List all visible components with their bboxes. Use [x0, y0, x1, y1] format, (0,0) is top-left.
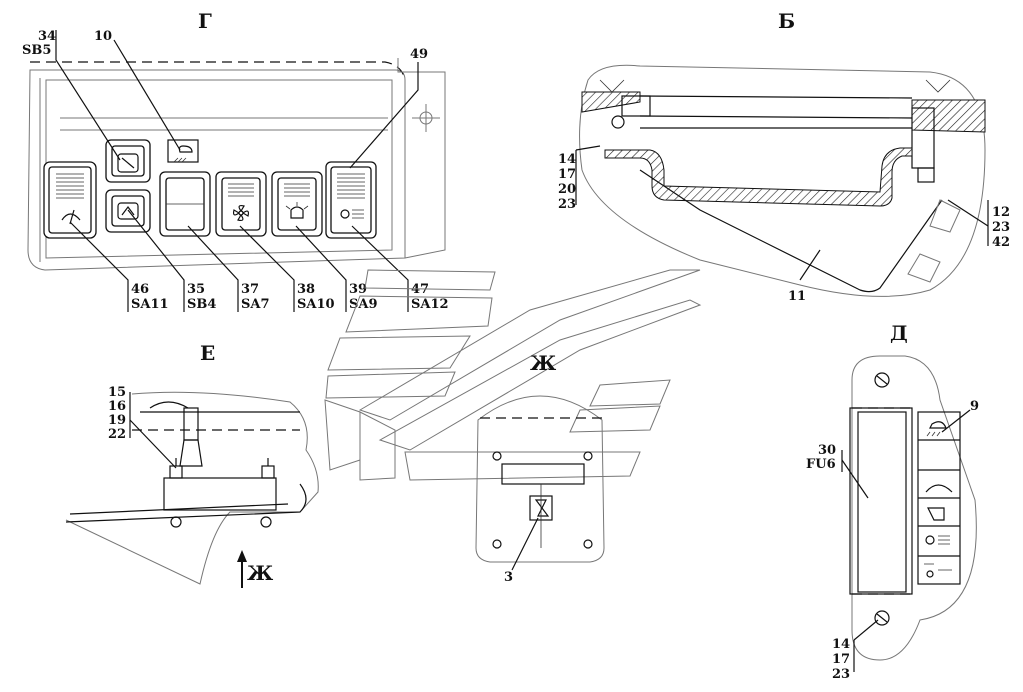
wiper-icon — [61, 209, 81, 225]
label-19: 19 — [108, 413, 126, 428]
label-sa7: SA7 — [241, 297, 270, 312]
label-49: 49 — [410, 47, 428, 62]
label-47: 47 — [411, 282, 429, 297]
label-3: 3 — [504, 570, 513, 585]
view-title-e: Е — [200, 341, 215, 365]
label-34: 34 — [38, 29, 56, 44]
view-g-switch-panel: Г — [22, 9, 449, 312]
label-16: 16 — [108, 399, 126, 414]
label-sa12: SA12 — [411, 297, 449, 312]
cab-outline — [324, 269, 702, 481]
label-sa10: SA10 — [297, 297, 335, 312]
label-39: 39 — [349, 282, 367, 297]
label-14: 14 — [558, 152, 576, 167]
label-20: 20 — [558, 182, 576, 197]
label-30: 30 — [818, 443, 836, 458]
fuse-icon — [857, 411, 907, 593]
switch-sa9[interactable] — [271, 171, 323, 237]
work-light-indicator — [167, 139, 199, 163]
label-10: 10 — [94, 29, 112, 44]
label-sa9: SA9 — [349, 297, 378, 312]
work-light-icon — [173, 145, 193, 163]
switch-sa10[interactable] — [215, 171, 267, 237]
view-title-d: Д — [890, 321, 908, 345]
view-title-g: Г — [198, 9, 212, 33]
fan-icon — [232, 204, 250, 222]
view-zh: Ж 3 — [475, 351, 605, 585]
switch-sa11[interactable] — [43, 161, 97, 239]
switch-sa7[interactable] — [159, 171, 211, 237]
label-sa11: SA11 — [131, 297, 169, 312]
label-9: 9 — [970, 399, 979, 414]
label-46: 46 — [131, 282, 149, 297]
label-fu6: FU6 — [806, 457, 836, 472]
view-title-zh: Ж — [530, 351, 557, 375]
rear-wiper-icon — [117, 202, 139, 220]
label-17: 17 — [558, 167, 576, 182]
arrow-label-zh: Ж — [247, 561, 274, 585]
view-e-section: Е 15 16 19 22 Ж — [65, 341, 319, 588]
label-42: 42 — [992, 235, 1010, 250]
label-22: 22 — [108, 427, 126, 442]
view-d-fuse-block: Д 9 30 FU6 14 17 23 — [806, 321, 979, 682]
heater-fan-icon — [340, 209, 364, 219]
switch-sa12[interactable] — [325, 161, 377, 239]
label-12: 12 — [992, 205, 1010, 220]
label-11: 11 — [788, 289, 806, 304]
label-sb5: SB5 — [22, 43, 51, 58]
label-35: 35 — [187, 282, 205, 297]
label-37: 37 — [241, 282, 259, 297]
label-38: 38 — [297, 282, 315, 297]
label-d-17: 17 — [832, 652, 850, 667]
button-sb4[interactable] — [105, 189, 151, 233]
label-d-23: 23 — [832, 667, 850, 682]
view-b-section: Б 14 17 20 23 12 23 42 11 — [558, 9, 1010, 304]
label-23b: 23 — [992, 220, 1010, 235]
button-sb5[interactable] — [105, 139, 151, 183]
view-title-b: Б — [778, 9, 795, 33]
label-23: 23 — [558, 197, 576, 212]
label-sb4: SB4 — [187, 297, 216, 312]
label-15: 15 — [108, 385, 126, 400]
beacon-icon — [285, 202, 309, 219]
label-d-14: 14 — [832, 637, 850, 652]
